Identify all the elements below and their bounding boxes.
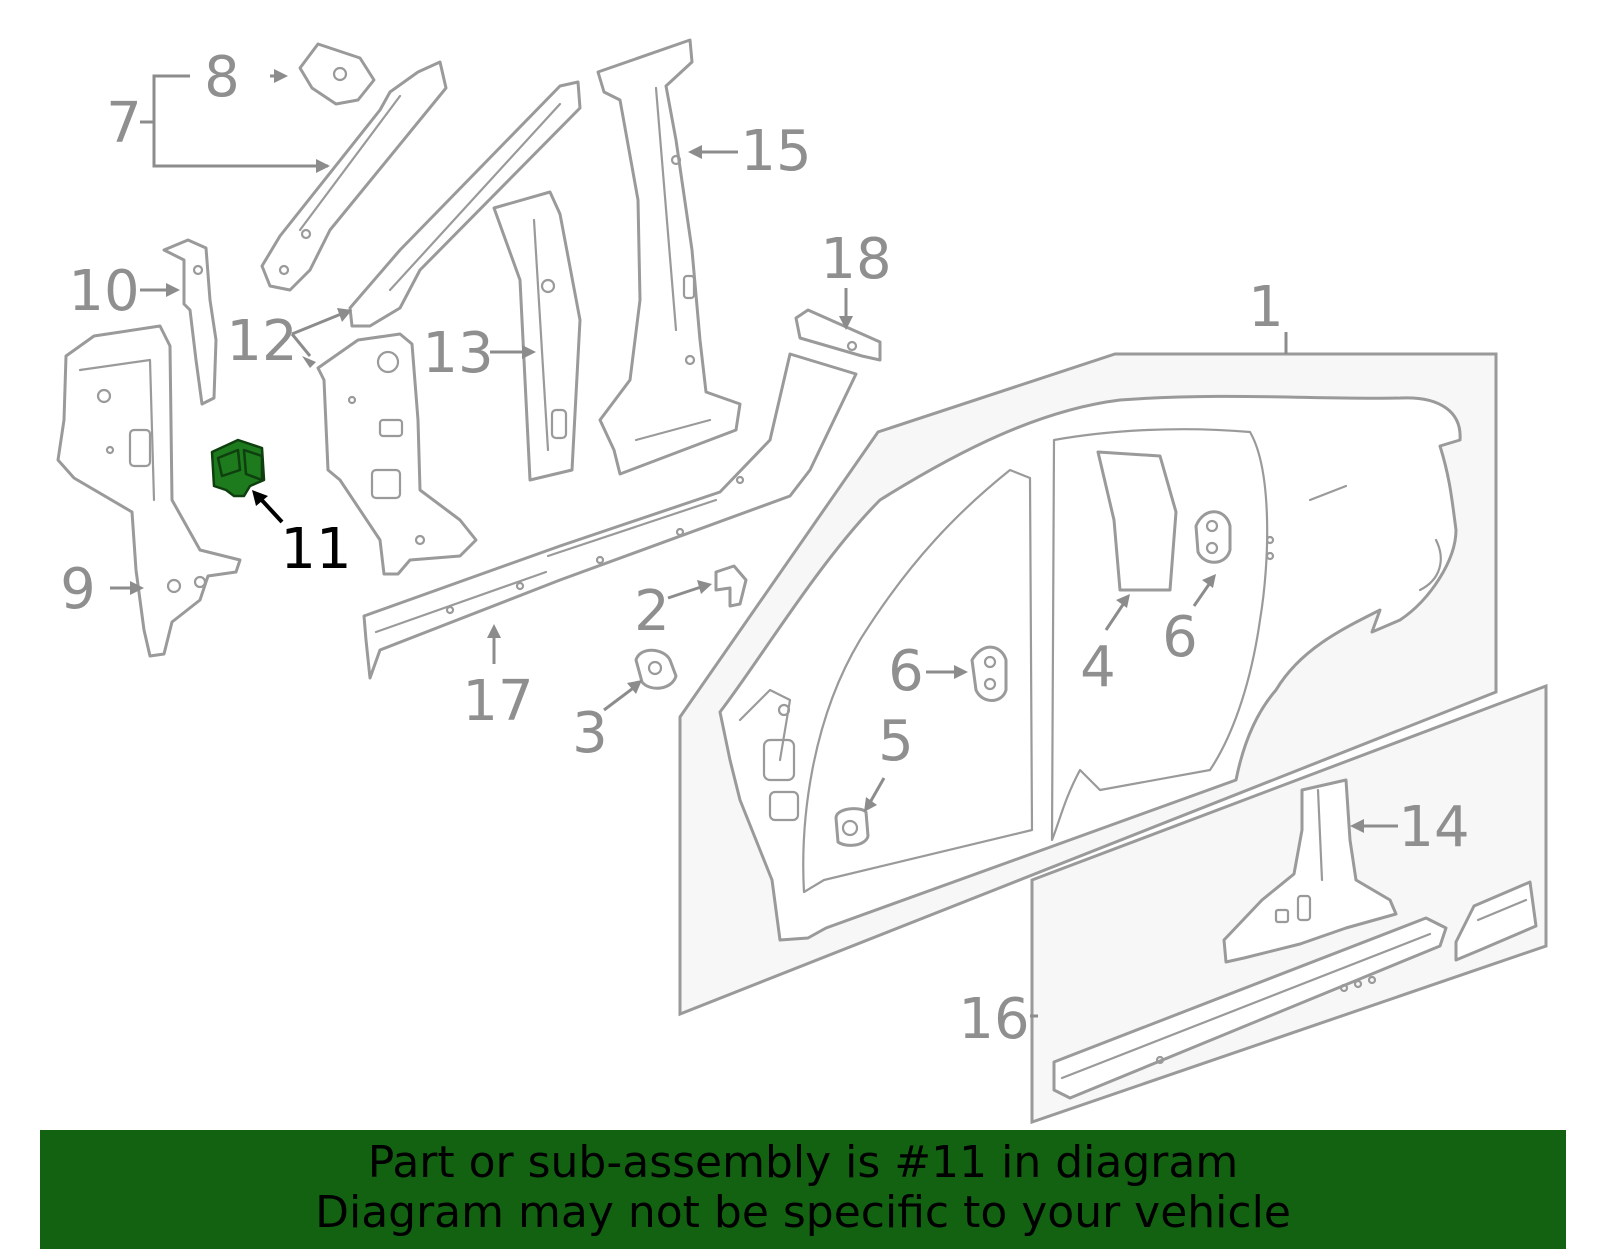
part-15-b-pillar [596, 38, 742, 476]
callout-8: 8 [204, 45, 240, 110]
callout-18: 18 [820, 227, 891, 292]
banner-line-2: Diagram may not be specific to your vehi… [315, 1187, 1291, 1238]
callout-13: 13 [422, 321, 493, 386]
part-2-bracket [714, 564, 748, 608]
callout-16: 16 [958, 987, 1029, 1052]
callout-2: 2 [634, 579, 670, 644]
callout-6-right: 6 [1162, 605, 1198, 670]
part-13-reinforcement [492, 190, 582, 482]
callout-17: 17 [462, 669, 533, 734]
callout-11: 11 [280, 517, 351, 582]
callout-6-left: 6 [888, 639, 924, 704]
part-12-pillar-inner [316, 80, 582, 576]
callout-3: 3 [572, 701, 608, 766]
part-16-inner-rocker [1052, 880, 1538, 1100]
leader-lines [110, 69, 1398, 1018]
callout-4: 4 [1080, 635, 1116, 700]
part-18-bracket [794, 308, 882, 362]
callout-5: 5 [878, 709, 914, 774]
callout-9: 9 [60, 557, 96, 622]
callout-14: 14 [1398, 795, 1469, 860]
part-17-rocker [362, 352, 858, 680]
part-7-pillar-upper [260, 60, 448, 292]
callout-12: 12 [226, 309, 297, 374]
part-1-body-side [718, 394, 1462, 942]
part-6-plug-right [1194, 510, 1232, 564]
callout-10: 10 [68, 259, 139, 324]
part-5-grommet [834, 807, 870, 847]
info-banner: Part or sub-assembly is #11 in diagram D… [40, 1130, 1566, 1249]
leader-11 [252, 490, 284, 524]
callout-1: 1 [1248, 275, 1284, 340]
part-10-bracket [162, 238, 218, 406]
part-3-grommet [634, 648, 678, 690]
callout-labels: 1 2 3 4 5 6 6 7 8 9 10 11 12 13 14 15 16… [60, 45, 1469, 1052]
part-4-patch [1096, 450, 1178, 592]
part-11-bracket [210, 438, 266, 498]
part-6-plug-left [970, 645, 1008, 702]
part-9-hinge-panel [56, 324, 242, 658]
banner-line-1: Part or sub-assembly is #11 in diagram [367, 1137, 1239, 1188]
part-14-pillar-inner [1222, 778, 1398, 964]
part-8-bracket [298, 42, 376, 106]
callout-7: 7 [106, 91, 142, 156]
callout-15: 15 [740, 119, 811, 184]
